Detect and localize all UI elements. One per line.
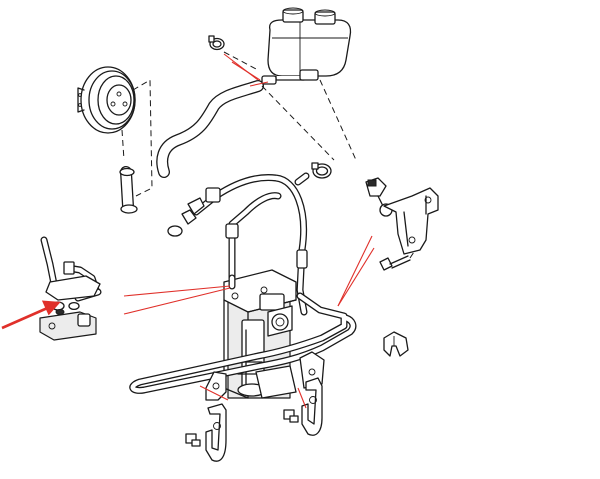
leader-lines — [123, 53, 375, 409]
reservoir-icon — [261, 7, 352, 85]
o-ring-icon — [167, 225, 183, 237]
bolt-icon — [379, 251, 415, 271]
hose-clamp-icon — [208, 35, 225, 51]
pointer-arrow-icon — [1, 300, 61, 330]
pressure-hose-icon — [192, 172, 310, 316]
steering-gear-icon — [39, 236, 102, 341]
pulley-icon — [77, 66, 153, 197]
bracket-icon — [283, 377, 323, 436]
steering-gear-icon — [223, 269, 297, 399]
clip-icon — [205, 351, 325, 401]
hose-clamp-icon — [311, 162, 332, 179]
return-pipe-icon — [129, 274, 357, 394]
bolt-icon — [181, 197, 205, 225]
bracket-icon — [365, 177, 439, 255]
supply-hose-icon — [119, 80, 264, 214]
clip-icon — [383, 331, 409, 357]
bracket-icon — [185, 403, 227, 462]
